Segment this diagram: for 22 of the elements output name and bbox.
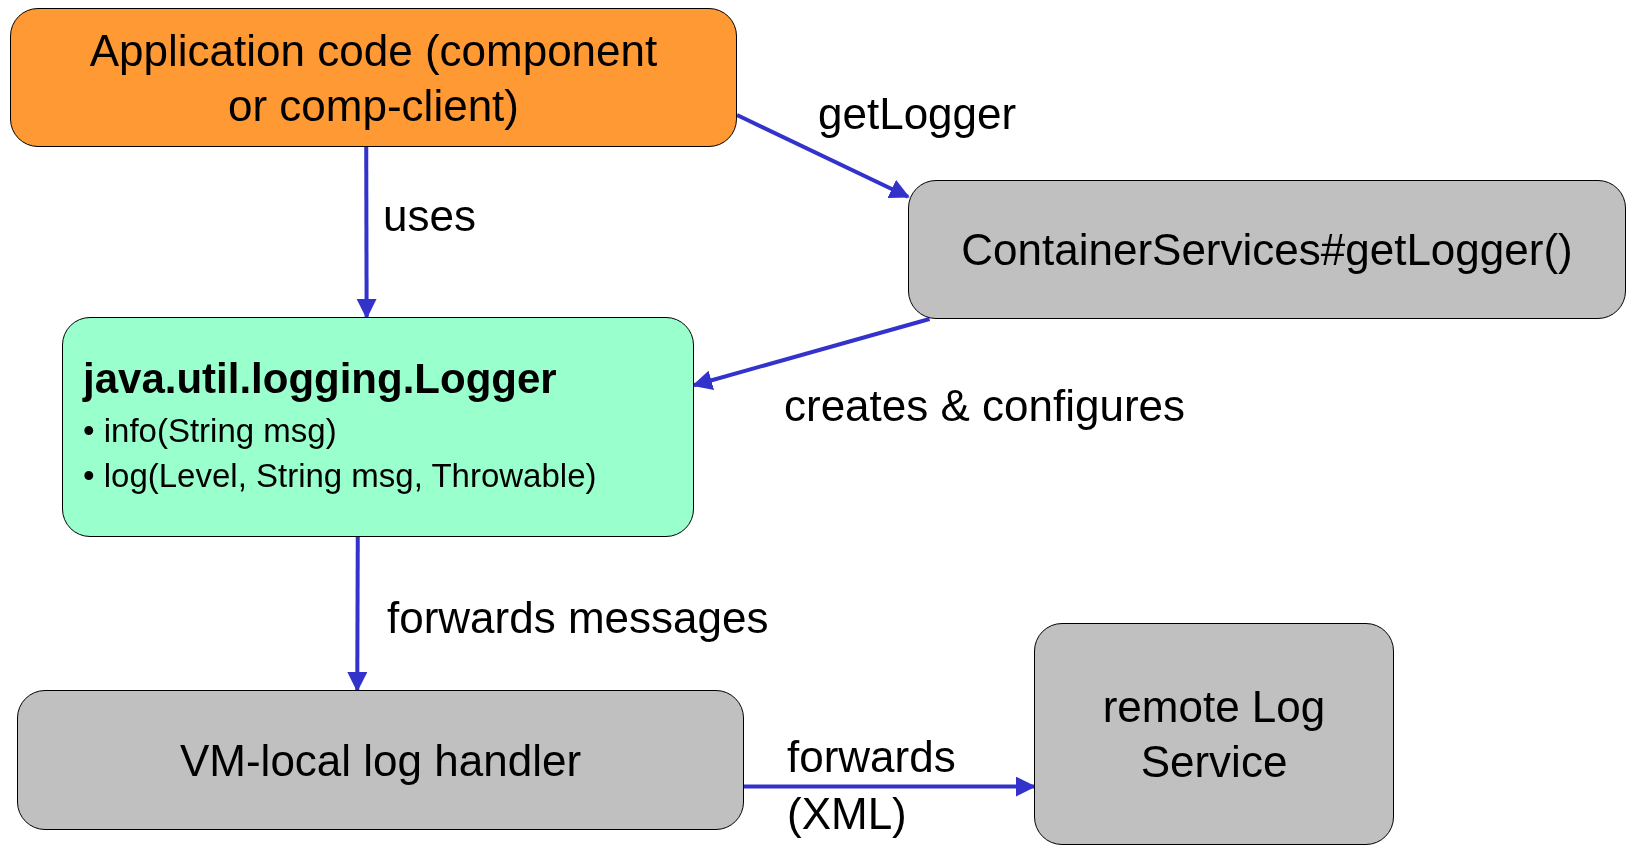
- method-item: • log(Level, String msg, Throwable): [83, 456, 597, 496]
- node-label: remote Log Service: [1101, 681, 1327, 788]
- edge-label: forwards (XML): [787, 731, 957, 841]
- node-label: ContainerServices#getLogger(): [961, 224, 1573, 276]
- arrow: [744, 776, 1036, 797]
- method-item: • info(String msg): [83, 411, 337, 452]
- class-box: [62, 317, 694, 537]
- edge-label: forwards messages: [387, 592, 769, 644]
- process-box: [908, 180, 1626, 319]
- class-name: java.util.logging.Logger: [83, 355, 557, 404]
- process-box: [10, 8, 737, 147]
- arrow: [347, 537, 368, 692]
- arrow: [356, 147, 377, 319]
- node-label: Application code (component or comp-client): [88, 24, 659, 132]
- process-box: [1034, 623, 1394, 845]
- edge-label: uses: [383, 190, 476, 242]
- arrow: [736, 113, 910, 199]
- edge-label: creates & configures: [784, 380, 1186, 432]
- edge-label: getLogger: [818, 88, 1017, 140]
- arrow: [692, 317, 931, 390]
- process-box: [17, 690, 744, 830]
- node-label: VM-local log handler: [179, 734, 582, 787]
